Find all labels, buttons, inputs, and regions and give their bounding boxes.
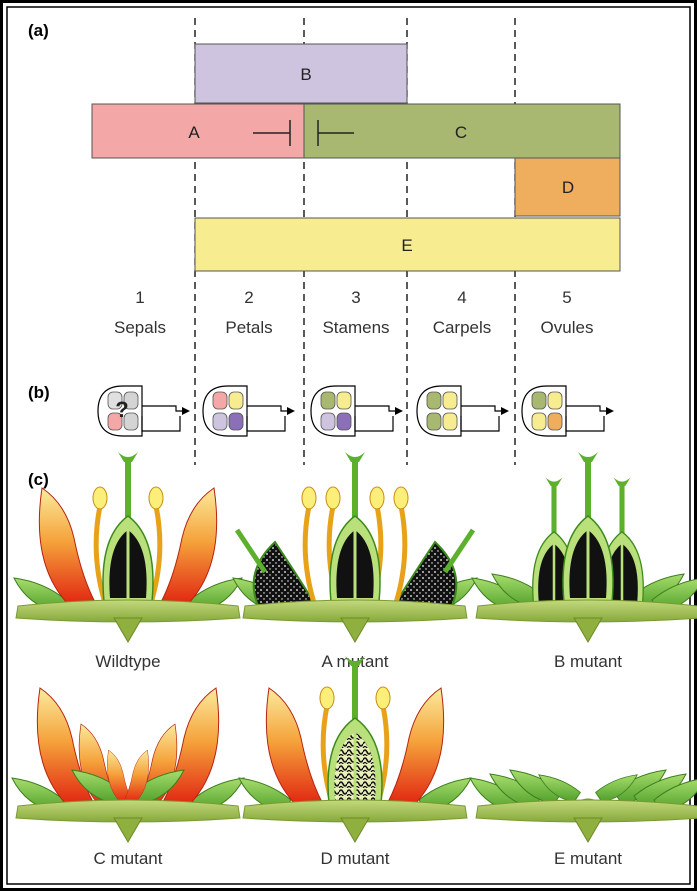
box-c-label: C (455, 123, 467, 142)
e-mutant-flower-icon (470, 770, 697, 842)
e-mutant-label: E mutant (554, 849, 622, 868)
whorl-2-name: Petals (225, 318, 272, 337)
whorl-5-name: Ovules (541, 318, 594, 337)
whorl-4-complex-icon (417, 386, 509, 436)
whorl-1-name: Sepals (114, 318, 166, 337)
b-mutant-label: B mutant (554, 652, 622, 671)
svg-text:?: ? (115, 397, 128, 422)
panel-label-a: (a) (28, 21, 49, 40)
whorl-2-number: 2 (244, 288, 253, 307)
d-mutant-flower-icon (239, 656, 471, 842)
box-a-label: A (188, 123, 200, 142)
c-mutant-label: C mutant (94, 849, 163, 868)
panel-label-c: (c) (28, 470, 49, 489)
whorl-1-number: 1 (135, 288, 144, 307)
wildtype-label: Wildtype (95, 652, 160, 671)
whorl-labels: 1 Sepals 2 Petals 3 Stamens 4 Carpels 5 … (114, 288, 593, 337)
whorl-3-number: 3 (351, 288, 360, 307)
b-mutant-flower-icon (472, 452, 697, 642)
box-d-label: D (562, 178, 574, 197)
whorl-3-complex-icon (311, 386, 403, 436)
whorl-1-complex-icon: ? (98, 386, 190, 436)
a-mutant-flower-icon (233, 452, 477, 642)
whorl-4-name: Carpels (433, 318, 492, 337)
box-b-label: B (300, 65, 311, 84)
gene-complex-icons: ? (98, 386, 614, 436)
whorl-2-complex-icon (203, 386, 295, 436)
whorl-4-number: 4 (457, 288, 466, 307)
whorl-5-number: 5 (562, 288, 571, 307)
c-mutant-flower-icon (12, 688, 244, 842)
box-e-label: E (401, 236, 412, 255)
class-boxes (92, 44, 620, 271)
panel-label-b: (b) (28, 383, 50, 402)
whorl-3-name: Stamens (322, 318, 389, 337)
d-mutant-label: D mutant (321, 849, 390, 868)
whorl-5-complex-icon (522, 386, 614, 436)
